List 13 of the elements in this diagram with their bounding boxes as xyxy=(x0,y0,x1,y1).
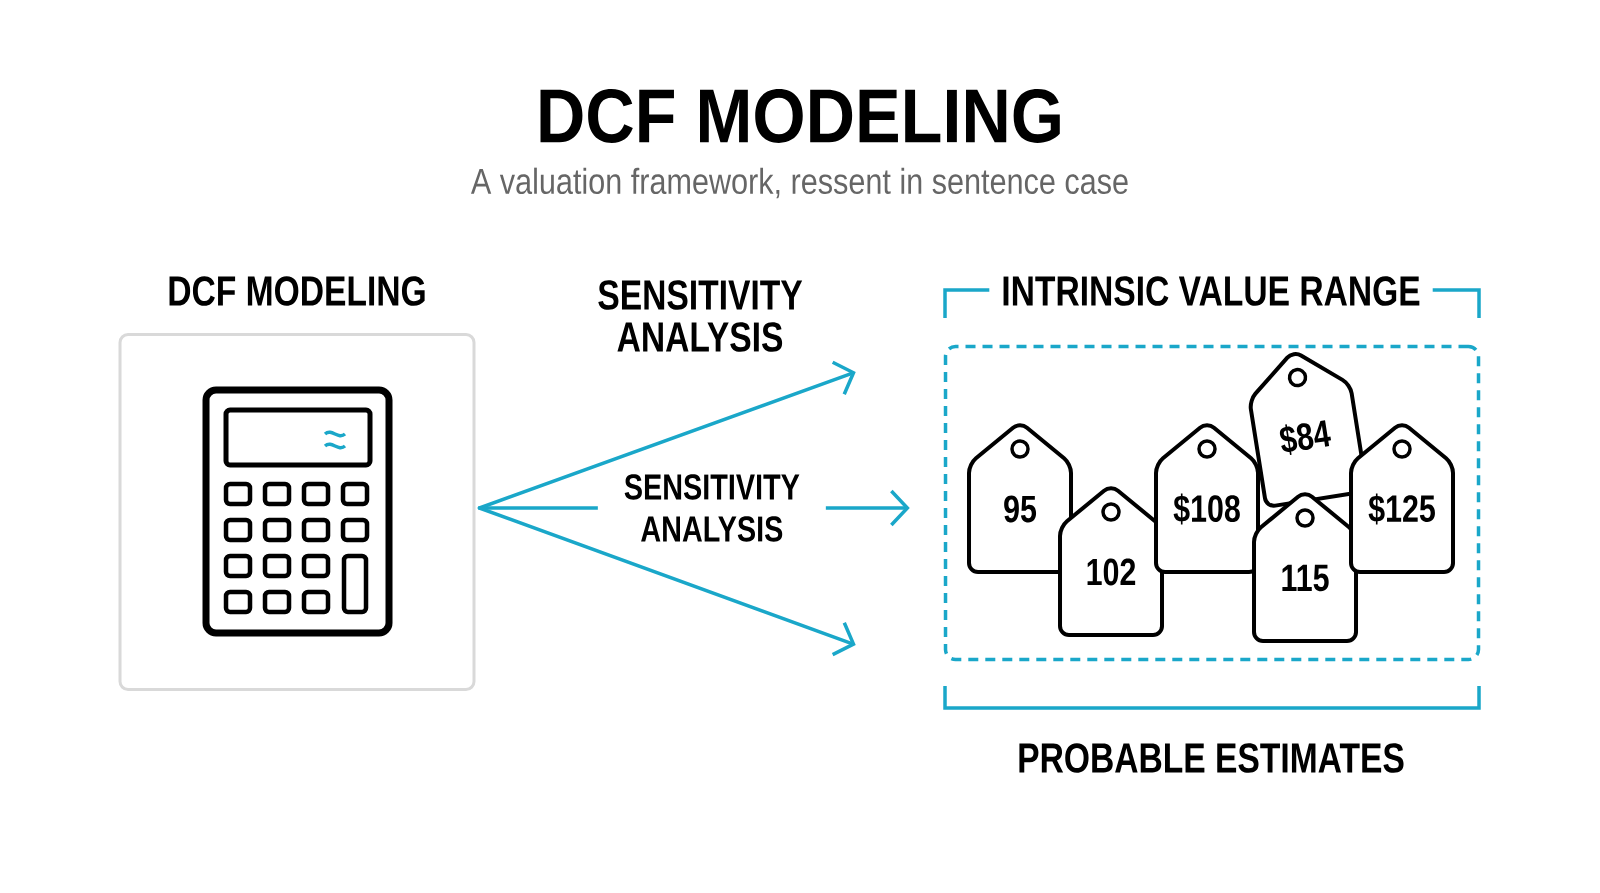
arrow xyxy=(477,506,856,657)
edge-label: SENSITIVITY ANALYSIS xyxy=(597,470,826,546)
edge-label: SENSITIVITY ANALYSIS xyxy=(598,280,803,352)
heading: DCF MODELING xyxy=(169,276,425,306)
price-tag: 102 xyxy=(1058,486,1164,637)
price-tag: $125 xyxy=(1349,423,1455,574)
price-tag: 95 xyxy=(967,423,1073,574)
title: DCF MODELING xyxy=(540,89,1060,143)
arrow xyxy=(477,360,856,510)
price-tag: 115 xyxy=(1252,492,1358,643)
subtitle: A valuation framework, ressent in sentence case xyxy=(470,167,1128,199)
price-tag: $108 xyxy=(1154,423,1260,574)
heading: PROBABLE ESTIMATES xyxy=(1005,739,1417,777)
